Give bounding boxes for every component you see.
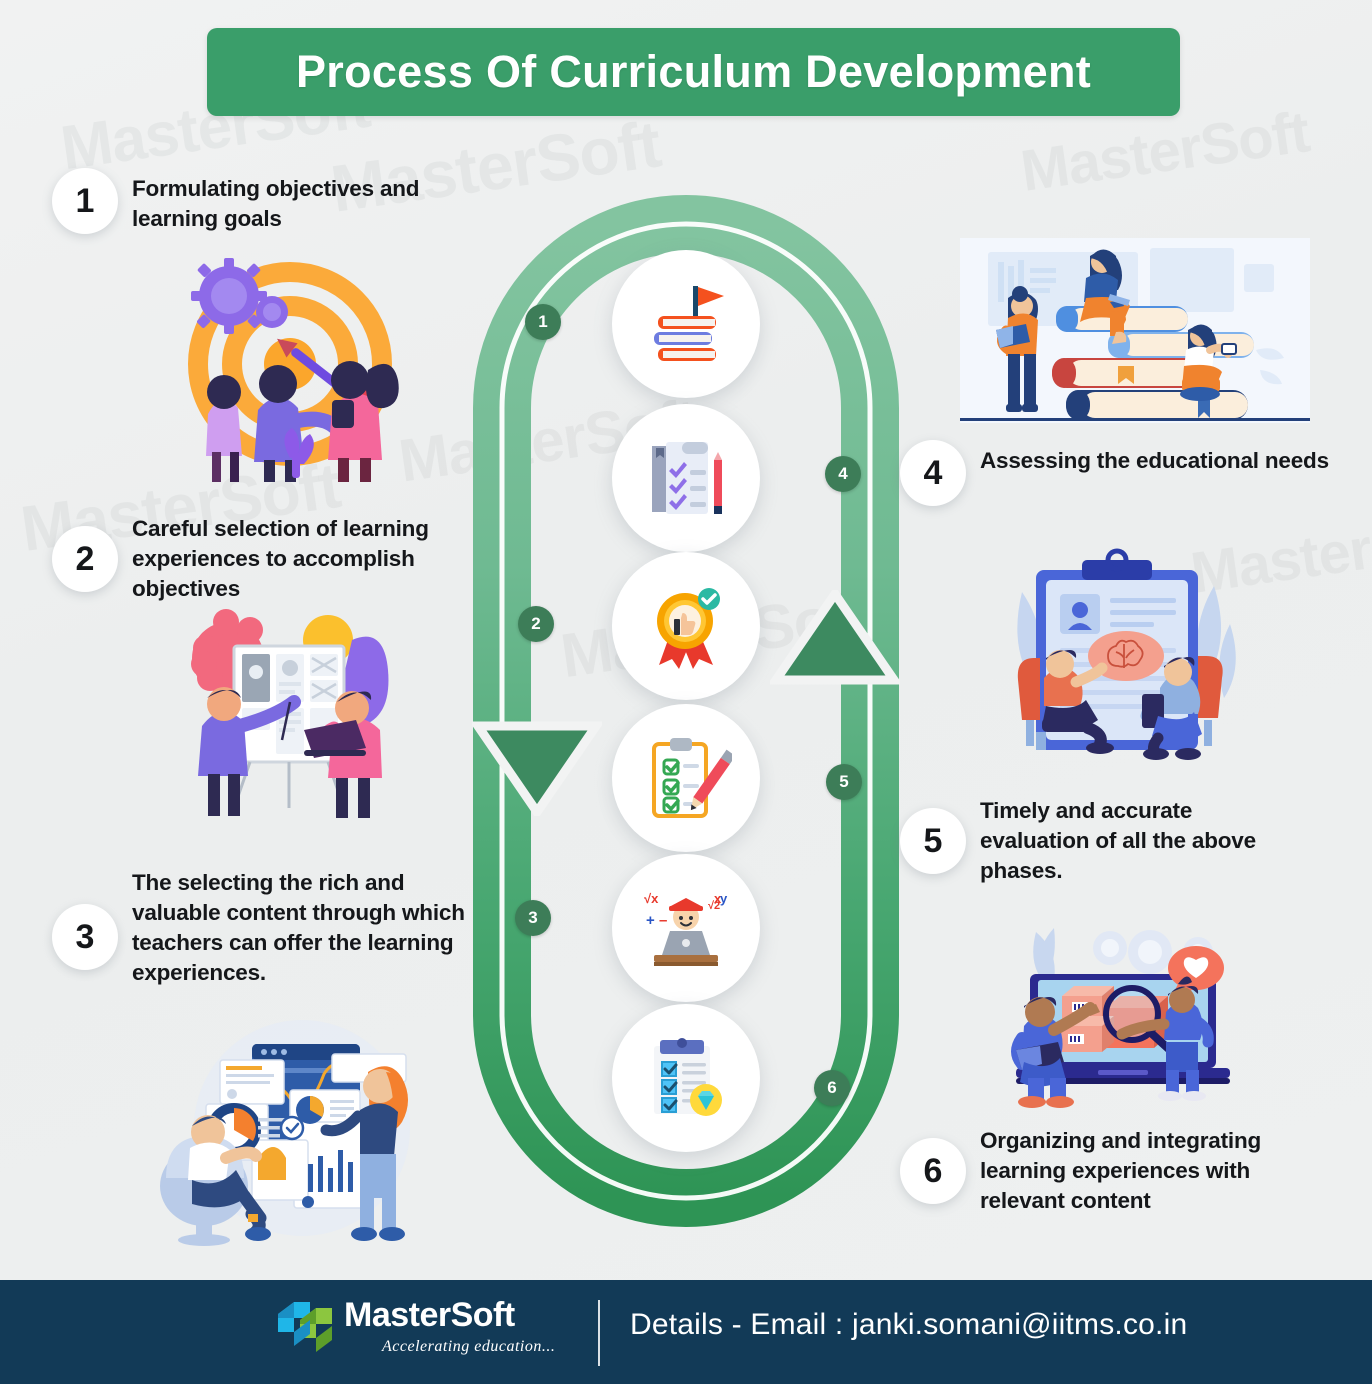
step-3-badge: 3	[52, 904, 118, 970]
illustration-1	[172, 252, 412, 482]
interview-assessment-illustration	[1017, 548, 1236, 760]
illustration-6	[1002, 922, 1248, 1108]
track-marker-3[interactable]: 3	[515, 900, 551, 936]
laptop-content-review-illustration	[1011, 928, 1230, 1108]
page-title-bar: Process Of Curriculum Development	[207, 28, 1180, 116]
track-marker-6[interactable]: 6	[814, 1070, 850, 1106]
icon-bubble-5[interactable]: √x x √2 y + –	[612, 854, 760, 1002]
footer-brand-name: MasterSoft	[344, 1296, 515, 1334]
step-5[interactable]: 5 Timely and accurate evaluation of all …	[900, 790, 1330, 886]
page-title: Process Of Curriculum Development	[295, 46, 1092, 97]
reading-books-stack-illustration	[960, 238, 1310, 423]
step-4-text: Assessing the educational needs	[980, 448, 1329, 473]
step-6[interactable]: 6 Organizing and integrating learning ex…	[900, 1120, 1350, 1216]
process-track: 1 2 3 4 5 6	[470, 192, 902, 1230]
data-analytics-illustration	[160, 1020, 410, 1246]
clipboard-checklist-gem-icon	[654, 1038, 722, 1116]
step-1-badge: 1	[52, 168, 118, 234]
track-marker-1[interactable]: 1	[525, 304, 561, 340]
illustration-5	[992, 548, 1248, 764]
svg-text:√x: √x	[644, 891, 659, 906]
step-4[interactable]: 4 Assessing the educational needs	[900, 440, 1340, 506]
quality-badge-thumbs-up-icon	[657, 588, 720, 669]
icon-bubble-6[interactable]	[612, 1004, 760, 1152]
footer-bar: MasterSoft Accelerating education... Det…	[0, 1280, 1372, 1384]
step-1[interactable]: 1 Formulating objectives and learning go…	[52, 168, 512, 234]
icon-bubble-1[interactable]	[612, 250, 760, 398]
track-marker-4[interactable]: 4	[825, 456, 861, 492]
icon-bubble-4[interactable]	[612, 704, 760, 852]
footer-tagline: Accelerating education...	[382, 1338, 556, 1355]
svg-text:+: +	[646, 912, 655, 929]
step-6-badge: 6	[900, 1138, 966, 1204]
step-2-text: Careful selection of learning experience…	[132, 516, 429, 601]
up-arrow-marker	[770, 590, 900, 685]
mastersoft-logo-block: MasterSoft Accelerating education...	[276, 1298, 555, 1356]
svg-text:√2: √2	[708, 900, 720, 912]
books-with-flag-icon	[654, 286, 724, 361]
clipboard-checklist-pencil-icon	[652, 738, 732, 818]
svg-text:y: y	[720, 891, 728, 906]
icon-bubble-3[interactable]	[612, 552, 760, 700]
track-marker-2[interactable]: 2	[518, 606, 554, 642]
down-arrow-marker	[472, 721, 602, 816]
presentation-board-illustration	[191, 609, 389, 818]
footer-details-email: Details - Email : janki.somani@iitms.co.…	[630, 1308, 1188, 1341]
illustration-4	[960, 238, 1310, 423]
target-goals-illustration	[188, 258, 399, 482]
step-6-text: Organizing and integrating learning expe…	[980, 1128, 1262, 1213]
step-3[interactable]: 3 The selecting the rich and valuable co…	[52, 862, 522, 988]
illustration-3	[152, 1018, 432, 1250]
svg-text:–: –	[659, 912, 667, 929]
step-5-text: Timely and accurate evaluation of all th…	[980, 798, 1256, 883]
footer-divider	[598, 1300, 600, 1366]
checklist-with-pencil-icon	[652, 442, 722, 514]
track-marker-5[interactable]: 5	[826, 764, 862, 800]
step-4-badge: 4	[900, 440, 966, 506]
illustration-2	[180, 608, 400, 823]
step-1-text: Formulating objectives and learning goal…	[132, 176, 420, 231]
graduate-at-laptop-math-icon: √x x √2 y + –	[644, 891, 728, 966]
step-2-badge: 2	[52, 526, 118, 592]
step-3-text: The selecting the rich and valuable cont…	[132, 870, 465, 985]
step-2[interactable]: 2 Careful selection of learning experien…	[52, 508, 522, 604]
step-5-badge: 5	[900, 808, 966, 874]
icon-bubble-2[interactable]	[612, 404, 760, 552]
mastersoft-logo-icon	[278, 1302, 332, 1352]
svg-text:x: x	[714, 891, 722, 906]
